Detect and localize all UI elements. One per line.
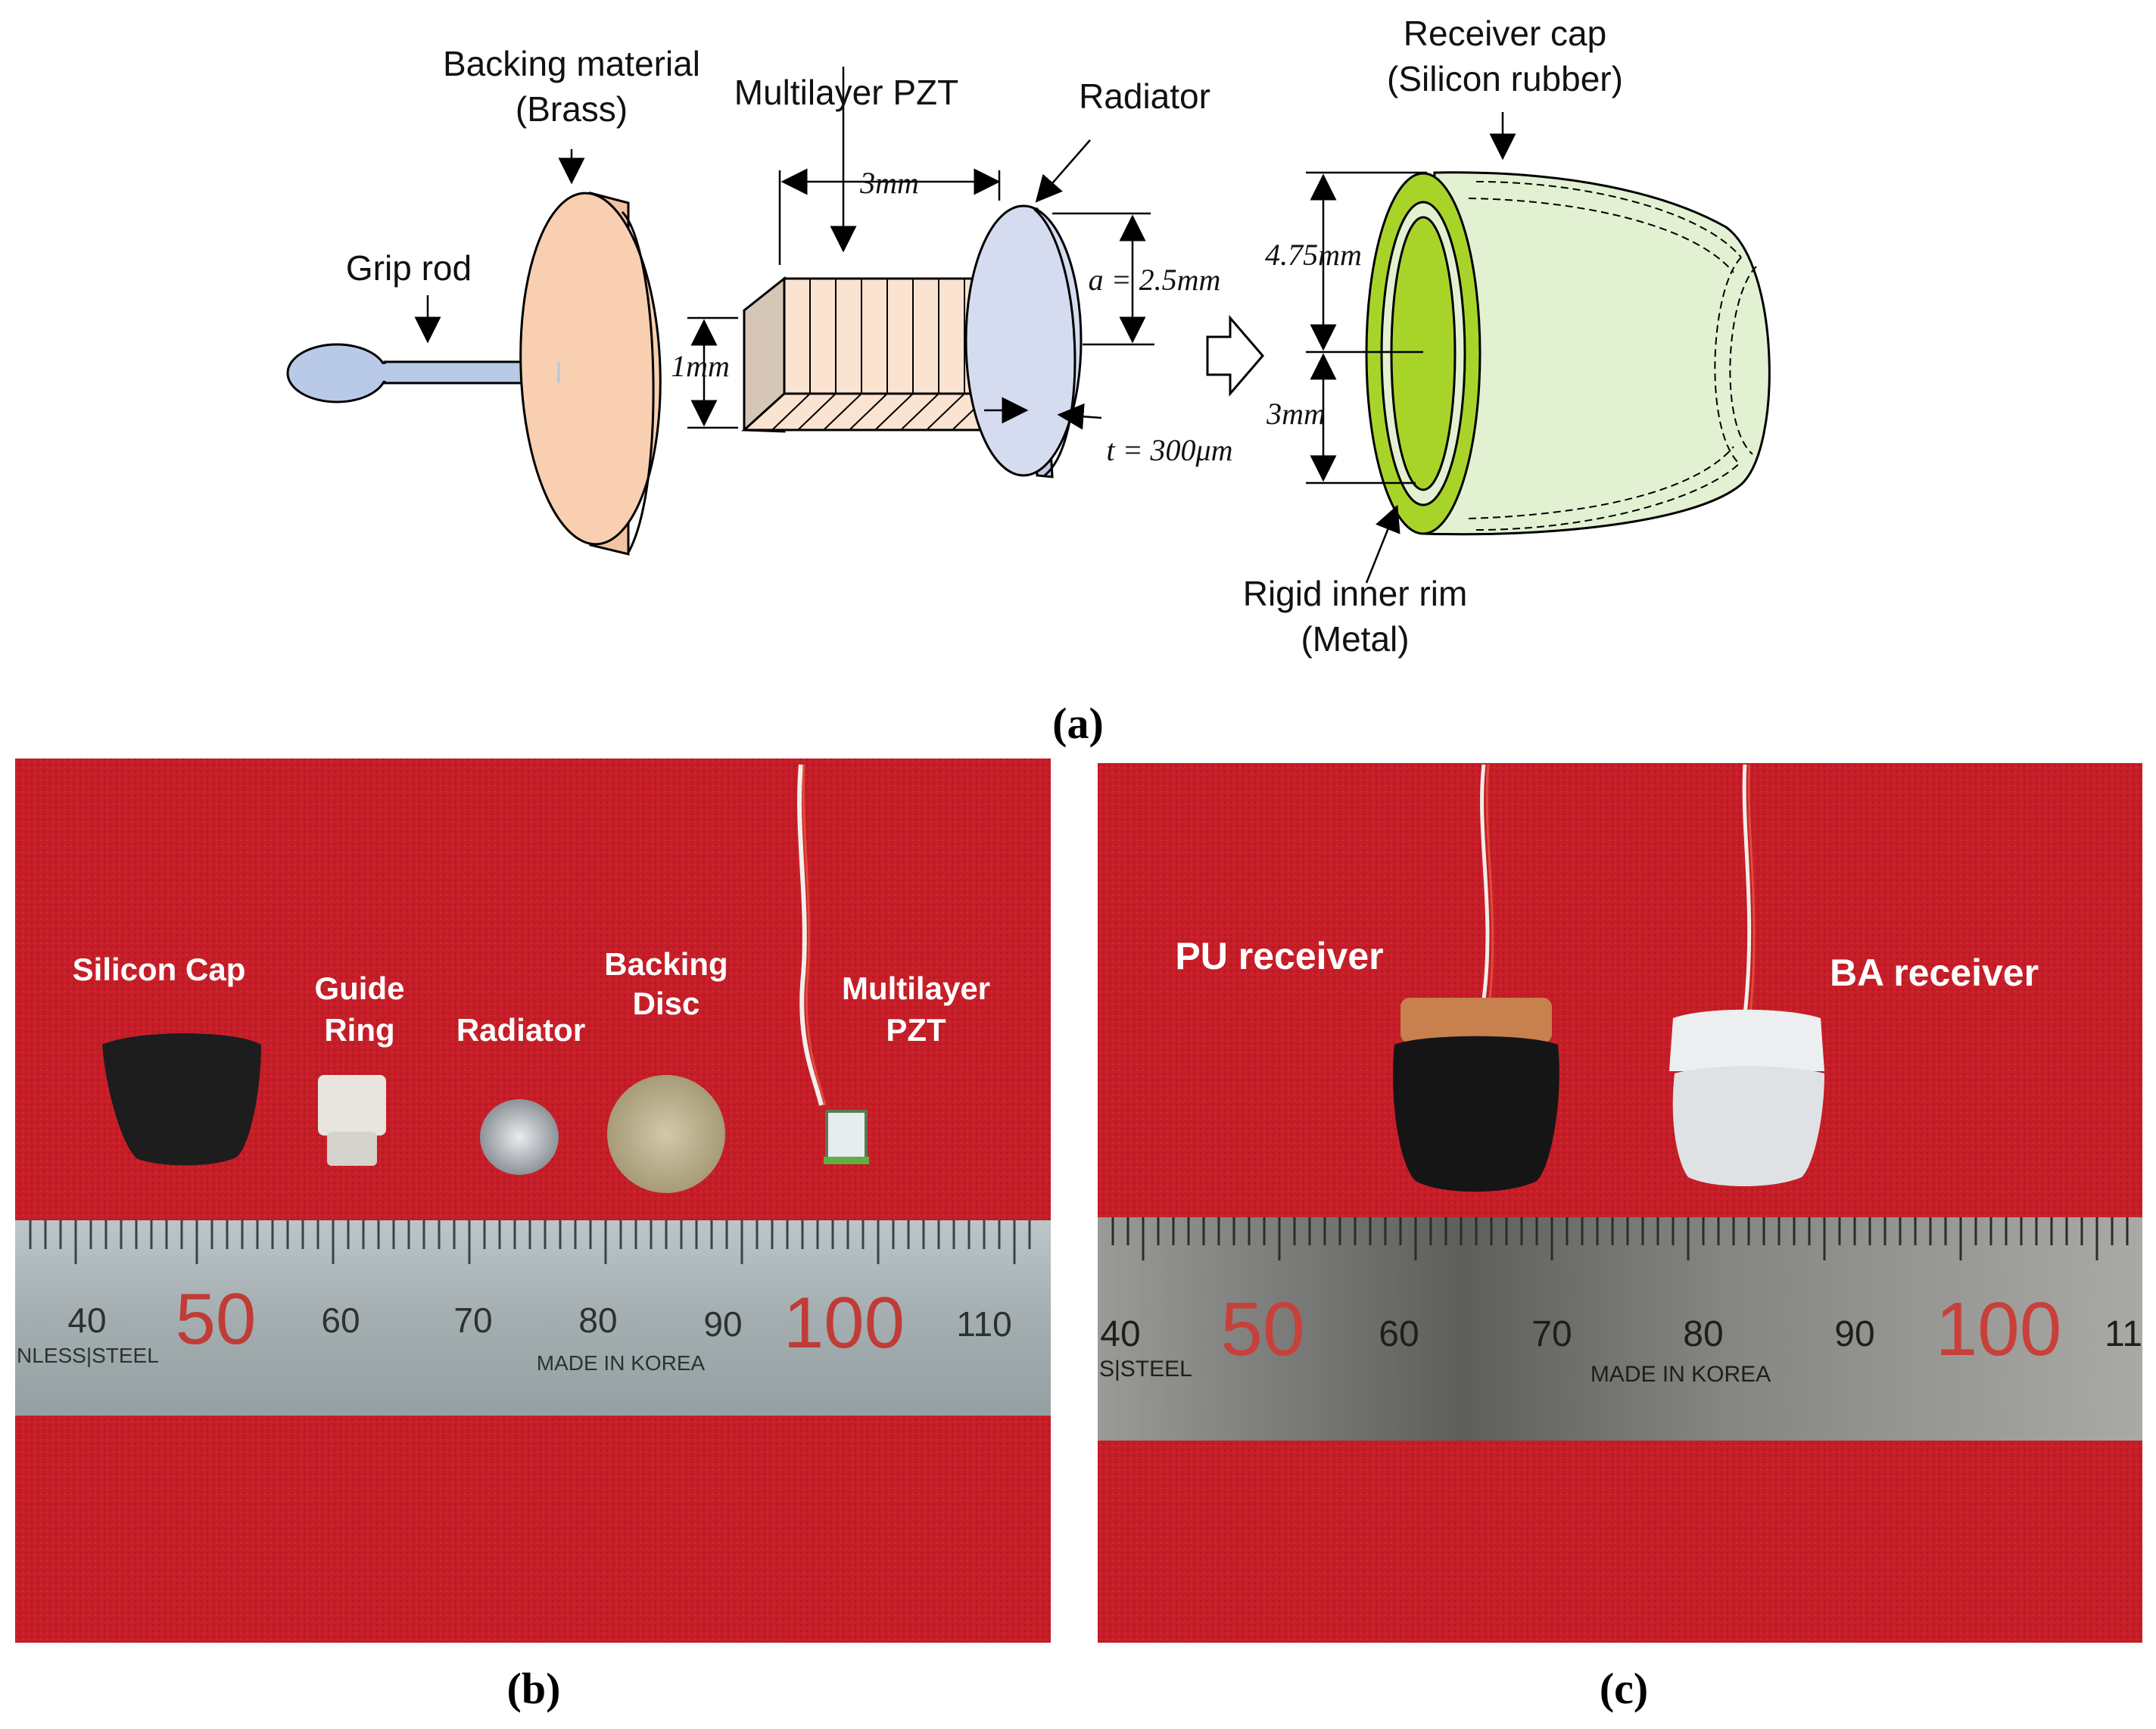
label-backing-material: Backing material (443, 44, 700, 83)
ruler-c-num-11: 11 (2105, 1314, 2142, 1354)
ruler-b-made-in: MADE IN KOREA (537, 1351, 706, 1375)
panel-a: Backing material (Brass) Grip rod Multil… (286, 14, 1771, 748)
silicon-cap-object (102, 1033, 261, 1166)
ruler-c-num-90: 90 (1834, 1314, 1874, 1354)
label-pzt-1: Multilayer (842, 970, 990, 1006)
wires (1480, 764, 1756, 1015)
label-rigid-rim-sub: (Metal) (1301, 619, 1409, 659)
label-radiator: Radiator (1079, 76, 1210, 116)
label-rigid-rim: Rigid inner rim (1243, 574, 1468, 613)
cap-dimension-lines (1306, 112, 1516, 584)
ruler-b-num-90: 90 (703, 1304, 742, 1344)
ruler-c-num-100: 100 (1936, 1287, 2062, 1372)
label-receiver-cap: Receiver cap (1404, 14, 1606, 53)
label-receiver-cap-sub: (Silicon rubber) (1387, 59, 1623, 98)
label-grip-rod: Grip rod (346, 248, 472, 288)
dim-cap-inner: 3mm (1266, 397, 1326, 431)
label-silicon-cap: Silicon Cap (73, 952, 246, 987)
dim-thickness: t = 300μm (1106, 433, 1232, 467)
ruler-c-made-in: MADE IN KOREA (1591, 1362, 1771, 1387)
label-backing-disc-1: Backing (604, 946, 727, 982)
label-pzt-2: PZT (886, 1012, 946, 1048)
ruler-b-num-100: 100 (784, 1282, 905, 1363)
label-pu-receiver: PU receiver (1175, 935, 1383, 977)
multilayer-pzt-object (797, 764, 869, 1164)
label-backing-material-sub: (Brass) (516, 89, 628, 129)
ruler-b-num-60: 60 (321, 1301, 360, 1340)
label-backing-disc-2: Disc (633, 986, 700, 1021)
ruler-b-num-70: 70 (453, 1301, 492, 1340)
caption-a: (a) (1052, 699, 1104, 748)
ruler-c: 40 50 60 70 80 90 100 11 S|STEEL MADE IN… (1098, 1217, 2142, 1441)
grip-rod (286, 343, 560, 403)
pu-receiver-object (1393, 998, 1559, 1192)
ruler-c-num-40: 40 (1100, 1314, 1140, 1354)
dim-cap-outer: 4.75mm (1265, 238, 1362, 272)
ruler-b-left-text: NLESS|STEEL (17, 1344, 159, 1367)
dim-pzt-height: 1mm (671, 349, 730, 383)
ruler-c-num-70: 70 (1531, 1314, 1572, 1354)
panel-c: 40 50 60 70 80 90 100 11 S|STEEL MADE IN… (1098, 763, 2142, 1713)
dim-pzt-length: 3mm (859, 166, 919, 200)
transition-arrow (1206, 314, 1264, 397)
label-multilayer-pzt: Multilayer PZT (734, 73, 958, 112)
ruler-c-num-80: 80 (1683, 1314, 1723, 1354)
backing-disc-brass (519, 192, 662, 556)
caption-c: (c) (1600, 1664, 1648, 1713)
ruler-b-num-80: 80 (578, 1301, 617, 1340)
caption-b: (b) (507, 1664, 561, 1713)
dim-radius: a = 2.5mm (1089, 263, 1221, 297)
ruler-c-num-60: 60 (1379, 1314, 1419, 1354)
ruler-b: 40 50 60 70 80 90 100 110 NLESS|STEEL MA… (15, 1220, 1051, 1416)
ruler-c-num-50: 50 (1220, 1287, 1304, 1372)
label-guide-ring-2: Ring (324, 1012, 394, 1048)
panel-b: 40 50 60 70 80 90 100 110 NLESS|STEEL MA… (15, 759, 1051, 1713)
backing-disc-object (607, 1075, 725, 1193)
label-guide-ring-1: Guide (314, 970, 404, 1006)
ruler-c-left-text: S|STEEL (1099, 1357, 1192, 1382)
label-ba-receiver: BA receiver (1830, 952, 2039, 994)
radiator-disc (964, 204, 1083, 478)
ba-receiver-object (1669, 1009, 1824, 1187)
dimension-lines (414, 67, 1154, 430)
receiver-cap (1365, 171, 1771, 536)
panel-c-photo (1098, 763, 2142, 1643)
radiator-object (480, 1099, 559, 1175)
label-radiator-photo: Radiator (456, 1012, 585, 1048)
ruler-b-num-40: 40 (67, 1301, 106, 1340)
panel-b-photo (15, 759, 1051, 1643)
ruler-b-num-110: 110 (956, 1304, 1011, 1344)
guide-ring-object (318, 1075, 386, 1166)
ruler-b-num-50: 50 (176, 1279, 257, 1360)
